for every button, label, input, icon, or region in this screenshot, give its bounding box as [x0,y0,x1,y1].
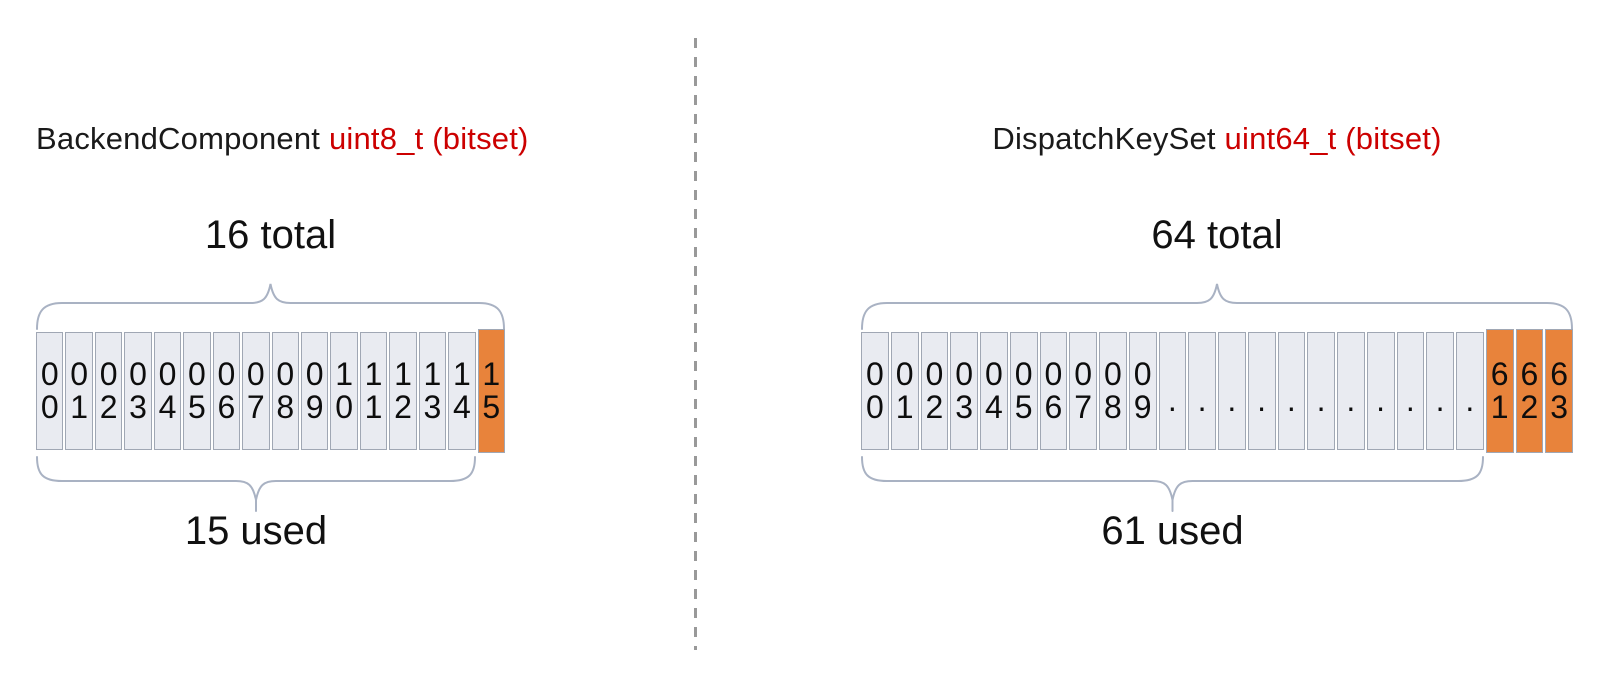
total-brace [861,283,1573,330]
total-brace [36,283,505,330]
title-type: uint64_t (bitset) [1224,121,1442,156]
panel-title: BackendComponent uint8_t (bitset) [36,120,528,158]
bit-cell: · [1247,332,1276,450]
bit-cell: · [1277,332,1306,450]
bit-cell: · [1307,332,1335,450]
title-name: DispatchKeySet [992,121,1216,156]
bit-cell: · [1426,332,1454,450]
bit-cell: · [1188,332,1216,450]
bit-cell: · [1456,332,1484,450]
title-type: uint8_t (bitset) [328,121,529,156]
panel-title: DispatchKeySet uint64_t (bitset) [861,120,1573,158]
used-count-label: 15 used [184,509,328,553]
bit-cell: · [1396,332,1425,450]
used-brace [36,456,476,512]
used-brace [861,456,1484,512]
total-count-label: 64 total [1151,213,1283,257]
panel-dispatch-key-set: DispatchKeySet uint64_t (bitset) 64 tota… [861,0,1573,674]
bit-cell: · [1366,332,1395,450]
bit-cell: · [1218,332,1246,450]
bit-cell: · [1337,332,1365,450]
bit-cell: · [1158,332,1187,450]
title-name: BackendComponent [36,121,321,156]
panel-backend-component: BackendComponent uint8_t (bitset) 16 tot… [36,0,528,674]
used-count-label: 61 used [1101,509,1244,553]
vertical-dashed-divider [694,38,697,650]
total-count-label: 16 total [204,213,337,257]
